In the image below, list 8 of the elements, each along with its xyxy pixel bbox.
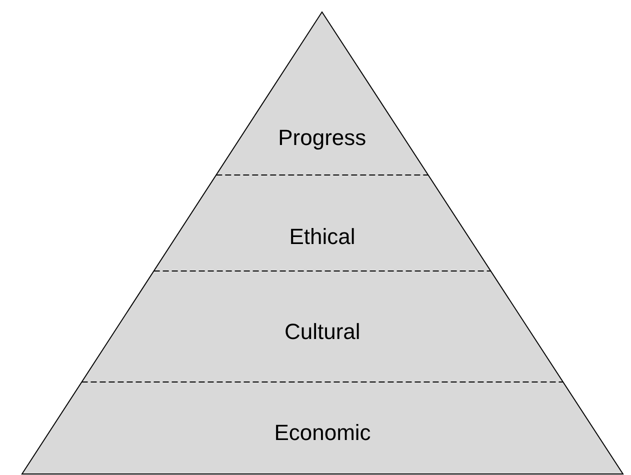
pyramid-tier [154,175,491,271]
tier-label: Ethical [289,224,356,250]
pyramid-tier [22,382,623,474]
tier-label: Progress [278,125,366,151]
tier-label: Cultural [284,319,360,345]
tier-label: Economic [274,420,371,446]
pyramid-tier [82,271,564,382]
pyramid-tier [216,12,428,175]
